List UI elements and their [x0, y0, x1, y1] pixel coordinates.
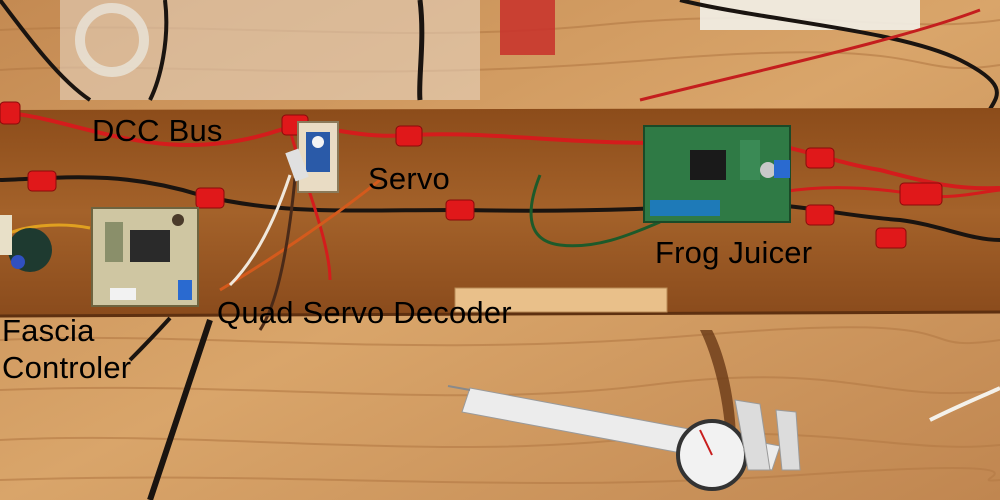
white-cable [929, 386, 1000, 422]
black-cable-top [679, 0, 999, 121]
black-cord-lower-left [147, 319, 213, 500]
black-cable-left [0, 0, 92, 102]
white-paper [700, 0, 920, 30]
red-tag [500, 0, 555, 55]
caliper-tool [447, 385, 801, 491]
black-bus-wire [0, 175, 1000, 242]
red-feed-wire [288, 129, 332, 281]
black-cable-mid [148, 0, 169, 101]
quad-servo-decoder-board [91, 207, 199, 307]
servo-cable-red [219, 178, 381, 292]
servo-cable-brown [258, 177, 297, 331]
label-fascia-line2: Controler [2, 350, 132, 385]
balsa-stick [454, 287, 668, 313]
label-dcc-bus: DCC Bus [92, 113, 223, 148]
tape-roll [75, 3, 149, 77]
label-quad-servo-decoder: Quad Servo Decoder [217, 295, 512, 330]
green-wire [529, 174, 661, 248]
board-edge [0, 310, 1000, 318]
frog-juicer-board [643, 125, 791, 223]
label-fascia-controller: Fascia Controler [2, 312, 131, 386]
fascia-controller [0, 215, 91, 272]
servo-unit [285, 121, 339, 193]
label-fascia-line1: Fascia [2, 313, 95, 348]
label-frog-juicer: Frog Juicer [655, 235, 813, 270]
label-servo: Servo [368, 161, 450, 196]
black-cable-center [417, 0, 425, 101]
servo-cable-white [228, 174, 292, 287]
red-wire-top [639, 8, 981, 102]
red-bus-wire-upper [0, 110, 1000, 191]
black-cord-lower-far-left [128, 316, 172, 362]
